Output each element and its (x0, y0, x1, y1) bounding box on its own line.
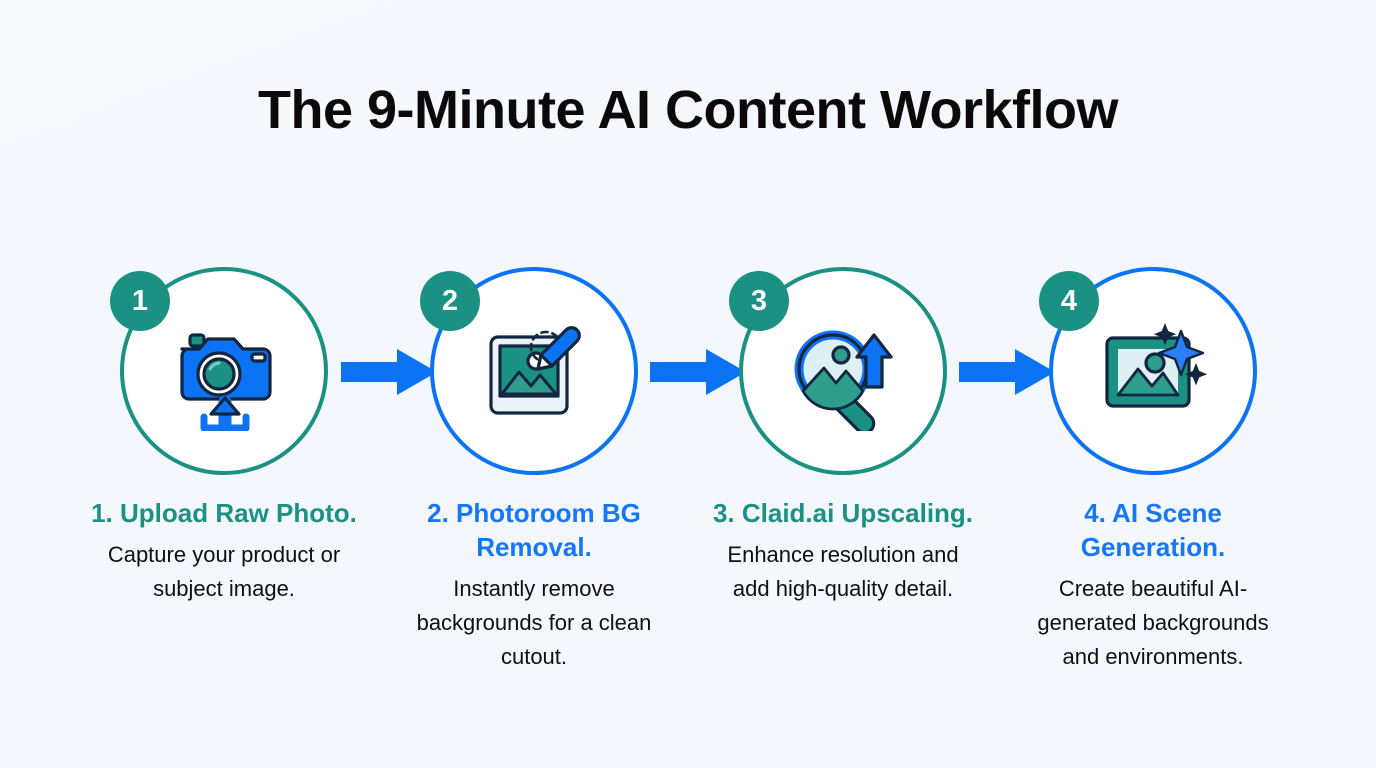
step-1-title: 1. Upload Raw Photo. (91, 498, 357, 528)
page-title: The 9-Minute AI Content Workflow (258, 80, 1118, 140)
step-4-caption: 4. AI Scene Generation. Create beautiful… (1019, 496, 1287, 674)
step-2-caption: 2. Photoroom BG Removal. Instantly remov… (400, 496, 668, 674)
step-2-title: 2. Photoroom BG Removal. (427, 498, 641, 562)
step-1-caption: 1. Upload Raw Photo. Capture your produc… (90, 496, 358, 606)
step-2-description: Instantly remove backgrounds for a clean… (416, 576, 652, 669)
image-sparkle-icon (1049, 267, 1257, 475)
step-4-description: Create beautiful AI-generated background… (1037, 576, 1269, 669)
step-3-caption: 3. Claid.ai Upscaling. Enhance resolutio… (709, 496, 977, 606)
step-1-badge: 1 (110, 271, 170, 331)
step-2-badge: 2 (420, 271, 480, 331)
step-1-description: Capture your product or subject image. (107, 542, 341, 601)
arrow-step1-to-step2 (341, 349, 437, 395)
camera-upload-icon (120, 267, 328, 475)
workflow-steps-row: 1 (0, 267, 1376, 477)
step-3-title: 3. Claid.ai Upscaling. (712, 498, 974, 528)
workflow-captions-row: 1. Upload Raw Photo. Capture your produc… (0, 496, 1376, 726)
arrow-step3-to-step4 (959, 349, 1055, 395)
magnifier-upscale-icon (739, 267, 947, 475)
step-3-node[interactable]: 3 (729, 267, 947, 475)
step-4-badge: 4 (1039, 271, 1099, 331)
step-4-title: 4. AI Scene Generation. (1080, 498, 1226, 562)
step-2-node[interactable]: 2 (420, 267, 638, 475)
arrow-step2-to-step3 (650, 349, 746, 395)
step-4-node[interactable]: 4 (1039, 267, 1257, 475)
step-3-description: Enhance resolution and add high-quality … (727, 542, 959, 601)
step-1-node[interactable]: 1 (110, 267, 328, 475)
image-background-removal-icon (430, 267, 638, 475)
step-3-badge: 3 (729, 271, 789, 331)
